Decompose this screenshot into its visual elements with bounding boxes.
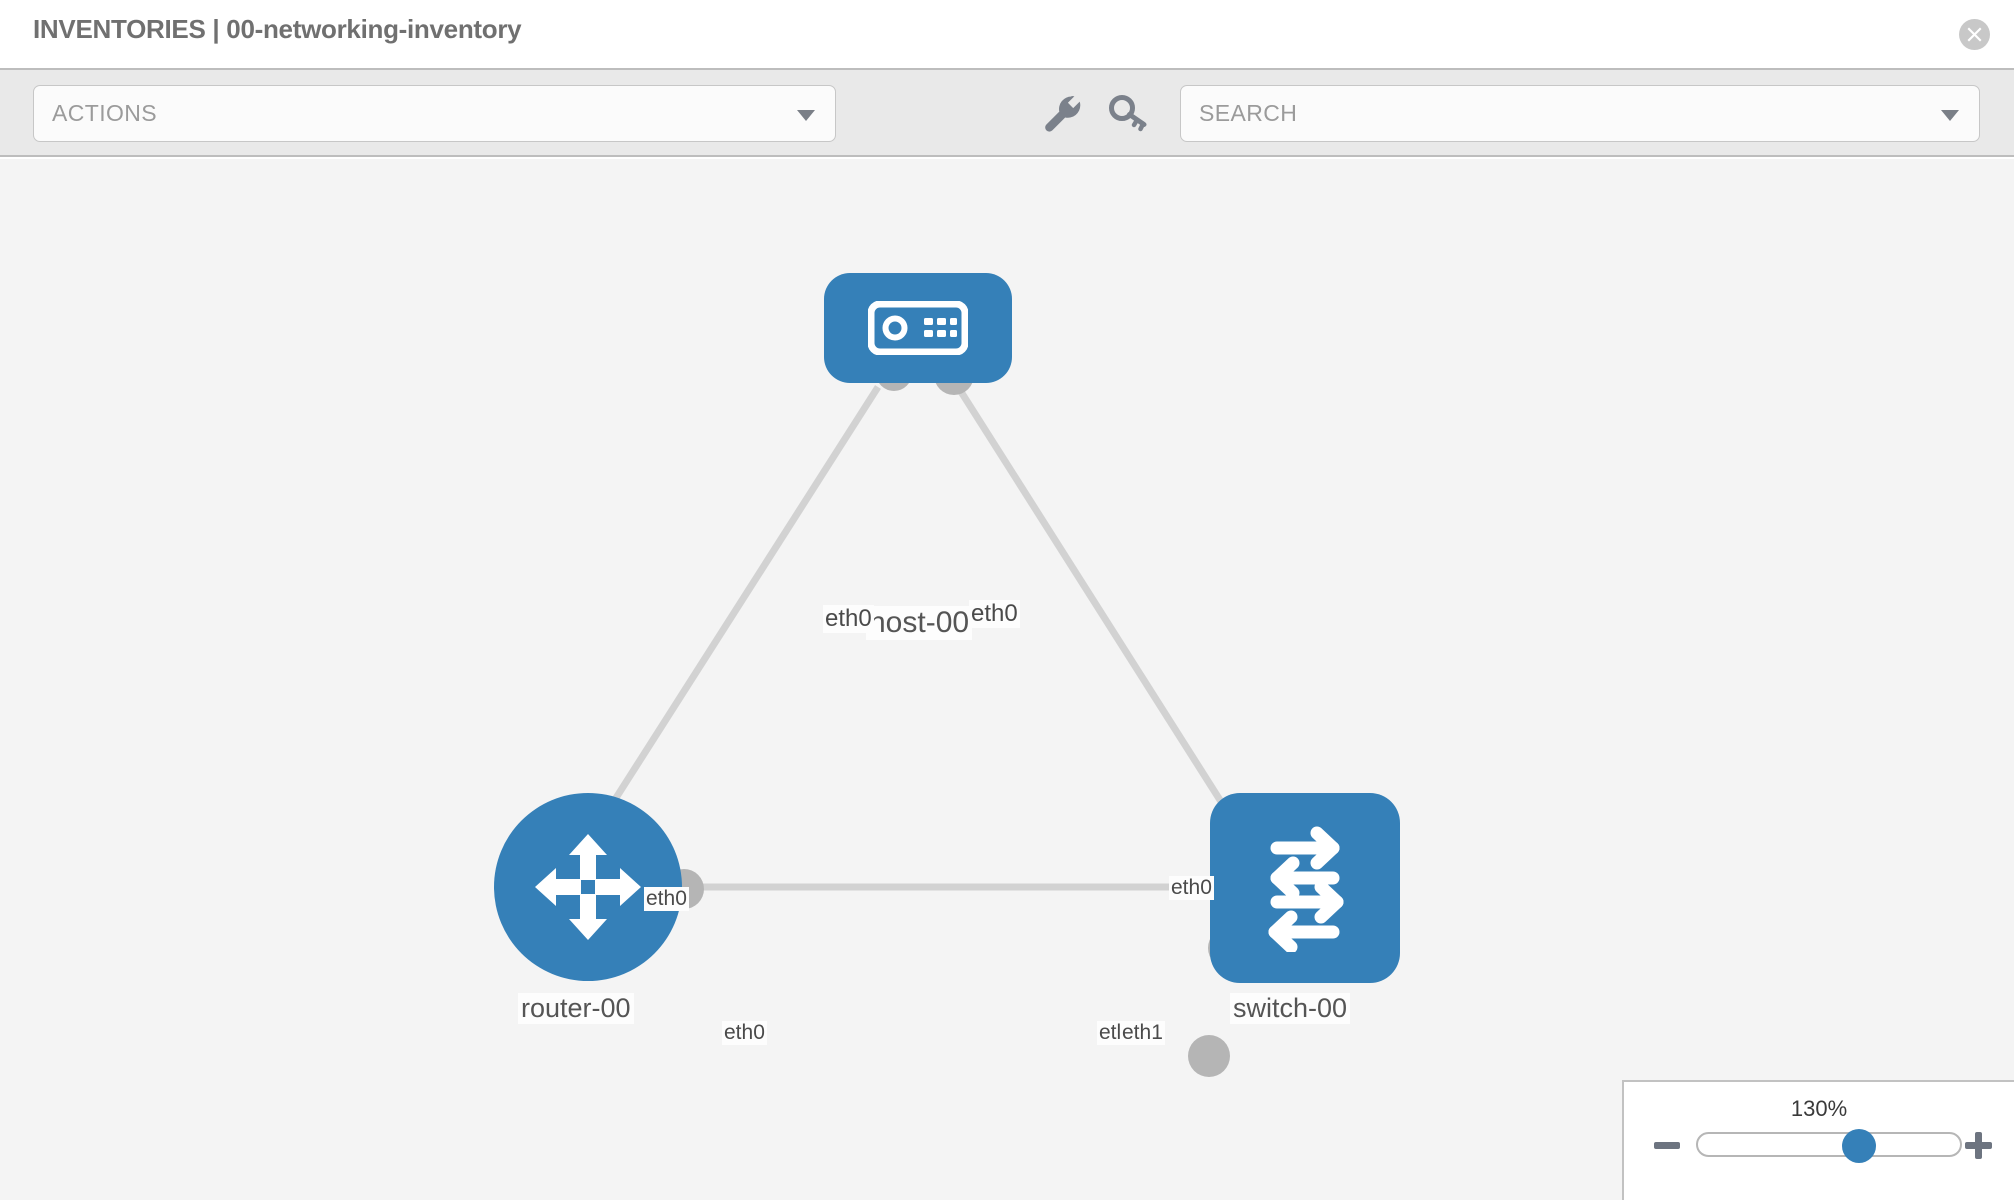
zoom-out-button[interactable] [1654, 1142, 1680, 1149]
page-title: INVENTORIES | 00-networking-inventory [33, 14, 522, 44]
router-arrows-icon [535, 834, 641, 940]
switch-arrows-icon [1268, 826, 1344, 952]
link-host00-switch00 [955, 385, 1235, 821]
actions-dropdown[interactable]: ACTIONS [33, 85, 836, 142]
node-switch-00-label: switch-00 [1230, 993, 1351, 1024]
node-router-00-label: router-00 [518, 993, 634, 1024]
toolbar: ACTIONS SEARCH [0, 68, 2014, 157]
link-host00-router00 [597, 385, 881, 825]
close-x-glyph [1967, 27, 1982, 42]
edge-label-switch00-uplink: eth0 [1169, 876, 1214, 900]
edge-label-host00-eth0-left: eth0 [823, 605, 874, 633]
edge-label-switch00-eth1: eth1 [1120, 1021, 1165, 1045]
zoom-slider[interactable] [1696, 1129, 1962, 1163]
close-icon[interactable] [1959, 19, 1990, 50]
actions-dropdown-label: ACTIONS [52, 100, 158, 126]
topology-canvas[interactable]: host-00 router-00 [0, 159, 2014, 1200]
page-header: INVENTORIES | 00-networking-inventory [0, 0, 2014, 68]
zoom-percent-label: 130% [1790, 1096, 1848, 1121]
node-host-00[interactable]: host-00 [824, 273, 1012, 640]
node-host-00-label: host-00 [866, 606, 973, 640]
server-icon [868, 301, 968, 355]
search-placeholder-label: SEARCH [1199, 100, 1298, 126]
node-switch-00[interactable]: switch-00 [1210, 793, 1400, 1024]
key-icon[interactable] [1105, 90, 1151, 136]
search-input[interactable]: SEARCH [1180, 85, 1980, 142]
chevron-down-icon [797, 110, 815, 121]
topology-links [597, 385, 1235, 891]
chevron-down-icon [1941, 110, 1959, 121]
key-glyph [1109, 95, 1147, 132]
wrench-icon[interactable] [1038, 90, 1084, 136]
edge-label-router00-eth0: eth0 [722, 1021, 767, 1045]
edge-label-switch00-eth0-clipped: etl [1097, 1021, 1124, 1045]
edge-label-host00-eth0-right: eth0 [969, 600, 1020, 628]
node-switch-00-shape[interactable] [1210, 793, 1400, 983]
edge-label-router00-uplink: eth0 [644, 887, 689, 911]
node-host-00-shape[interactable] [824, 273, 1012, 383]
wrench-glyph [1045, 95, 1081, 132]
port-switch00-eth1[interactable] [1188, 1035, 1230, 1077]
zoom-in-button[interactable] [1965, 1132, 1992, 1159]
zoom-slider-thumb[interactable] [1841, 1129, 1876, 1163]
zoom-control-panel: 130% [1622, 1080, 2014, 1200]
